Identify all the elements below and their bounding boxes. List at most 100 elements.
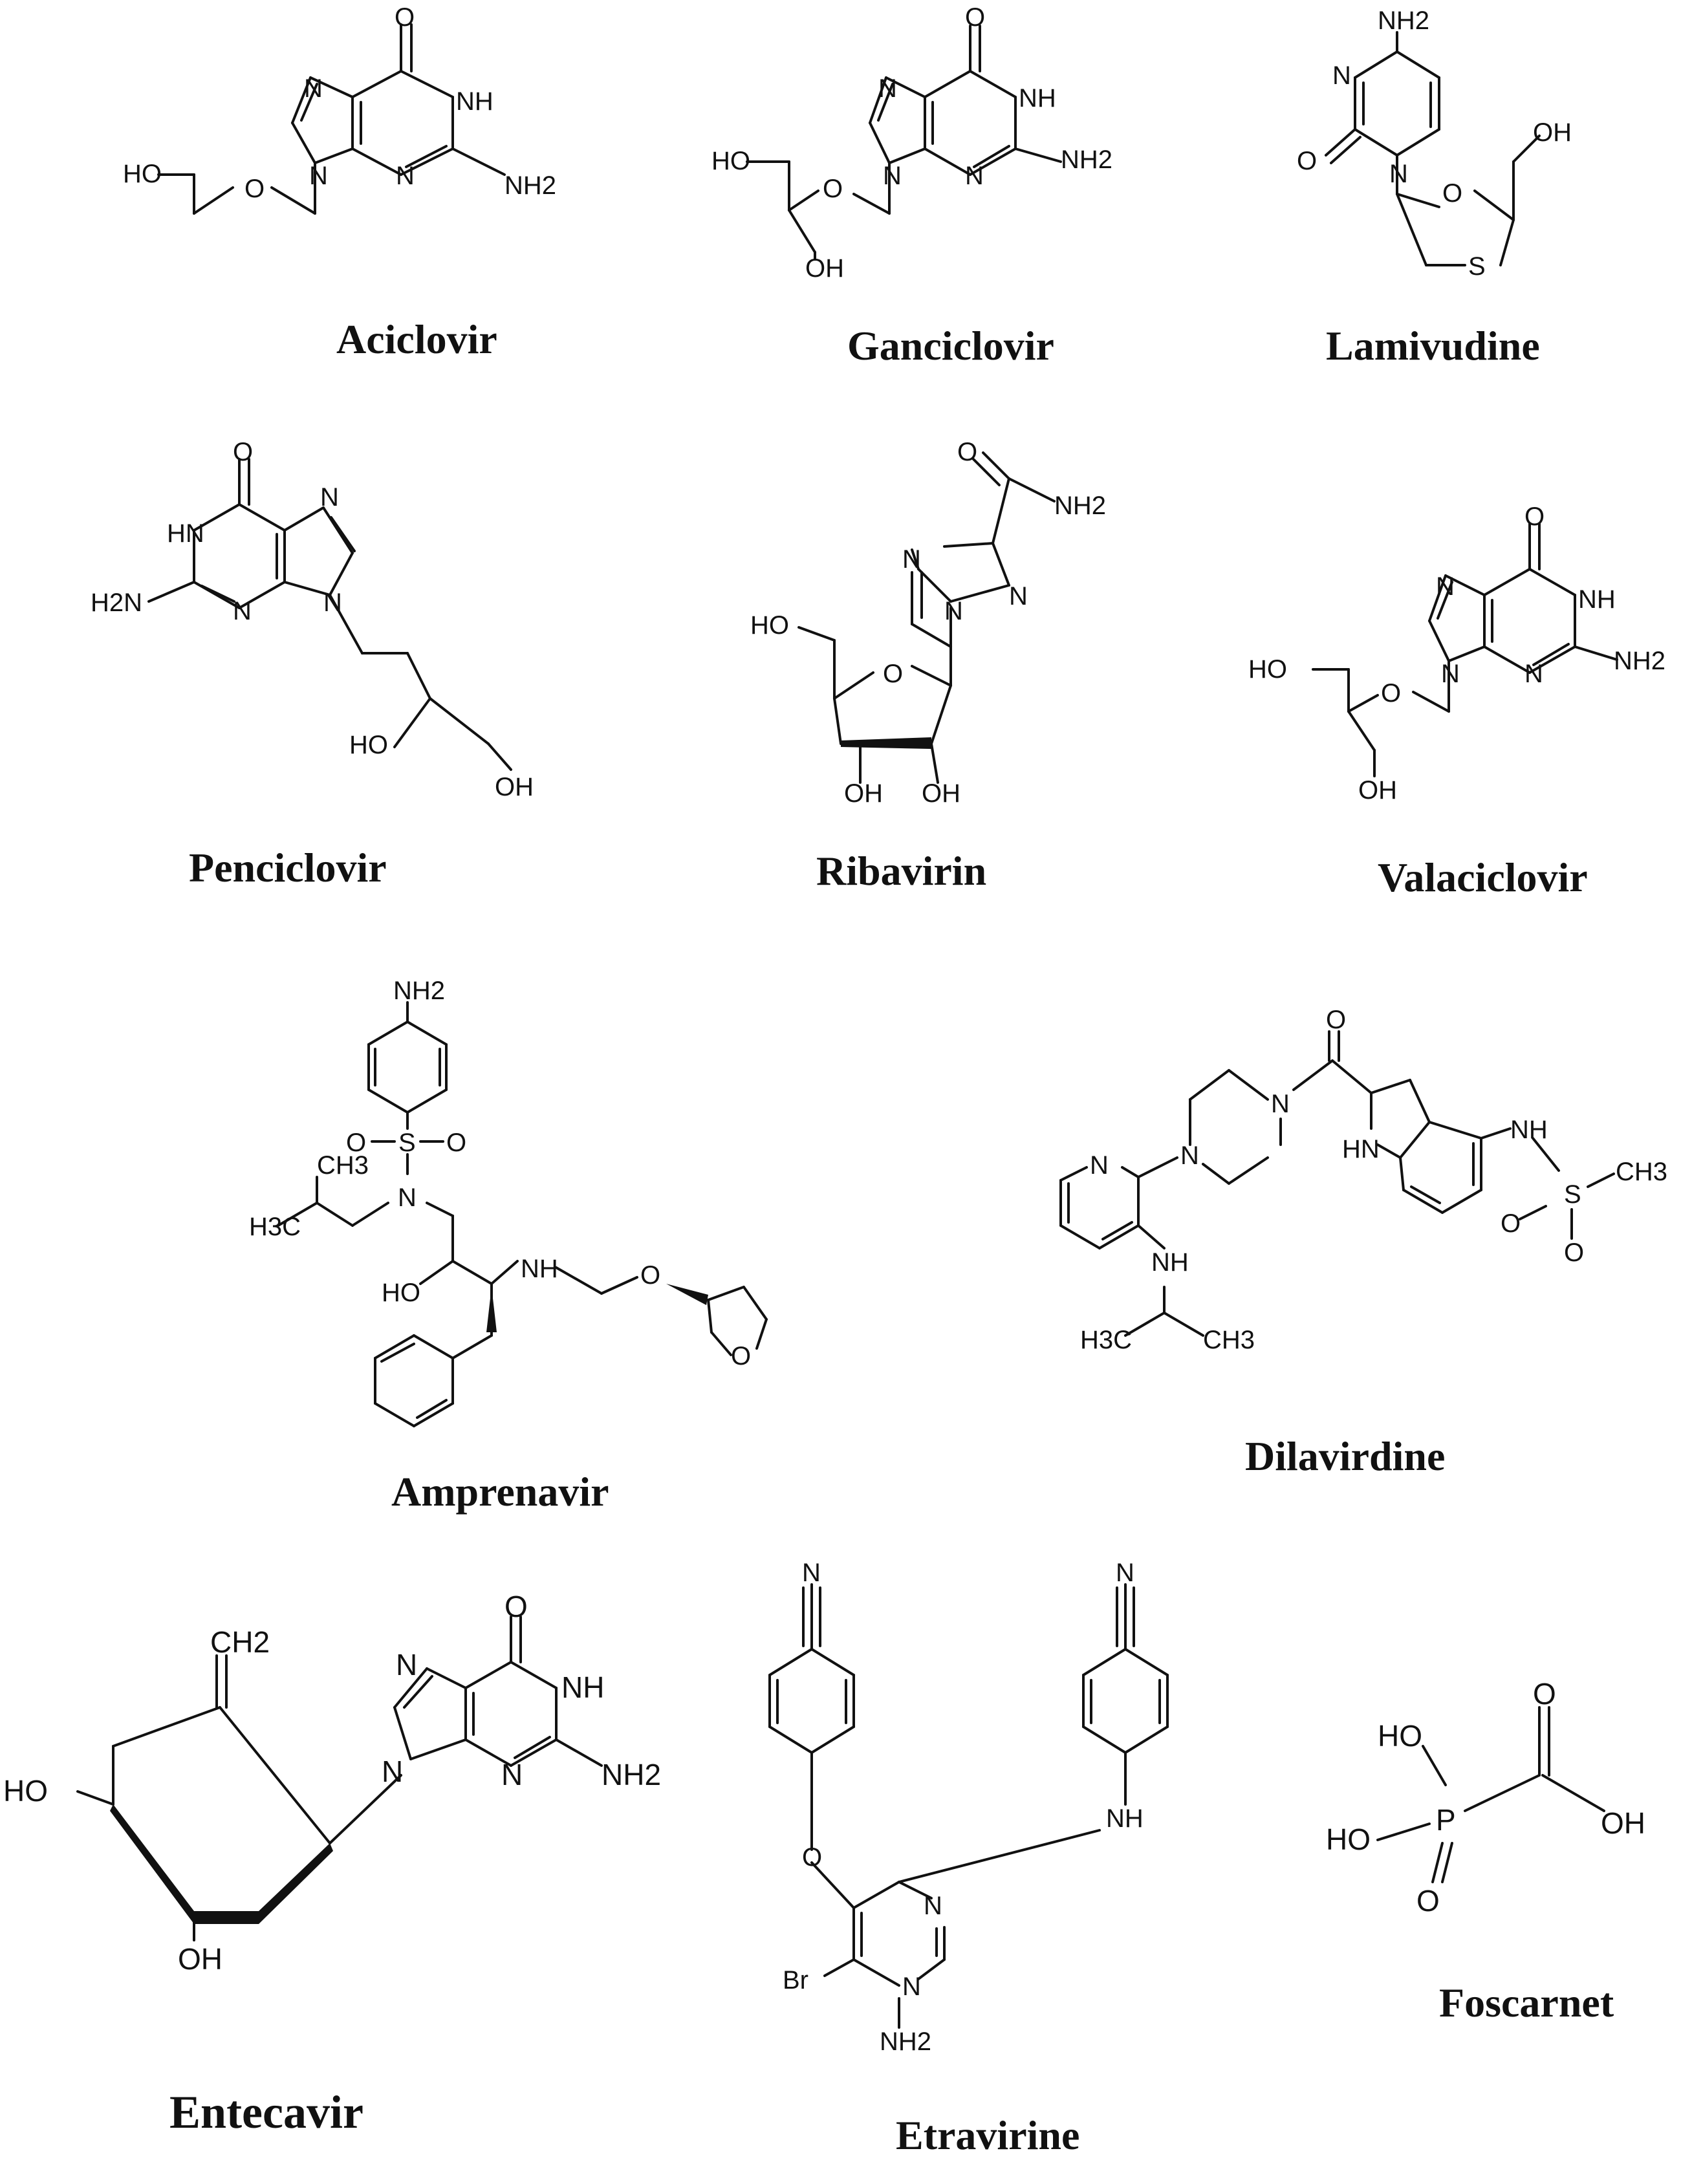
molecule-name: Penciclovir	[189, 845, 387, 891]
molecule-name: Ganciclovir	[847, 323, 1054, 369]
atom-label: NH2	[504, 171, 556, 200]
atom-label: HO	[750, 611, 789, 640]
atom-label: OH	[178, 1942, 222, 1976]
atom-label: OH	[1533, 118, 1572, 147]
atom-label: NH	[561, 1670, 604, 1704]
molecule-name: Ribavirin	[816, 848, 987, 894]
atom-label: N	[902, 545, 921, 574]
atom-label: OH	[1601, 1806, 1645, 1840]
amprenavir-wedge-bond	[666, 1284, 708, 1305]
molecule-name: Entecavir	[169, 2086, 363, 2138]
atom-label: O	[1501, 1209, 1521, 1238]
atom-label: O	[1442, 179, 1462, 208]
atom-label: N	[304, 74, 323, 103]
atom-label: HO	[3, 1774, 48, 1808]
atom-label: H2N	[91, 589, 142, 617]
atom-label: N	[965, 162, 984, 190]
atom-label: N	[1441, 660, 1460, 688]
atom-label: NH2	[1614, 647, 1665, 675]
atom-label: NH2	[602, 1758, 661, 1791]
atom-label: O	[1297, 147, 1317, 175]
atom-label: HO	[123, 160, 162, 188]
atom-label: N	[1332, 61, 1351, 90]
foscarnet-structure	[1376, 1706, 1605, 1883]
atom-label: N	[501, 1758, 523, 1791]
entecavir-wedge-bottom	[194, 1911, 259, 1924]
atom-label: O	[731, 1342, 751, 1370]
atom-label: P	[1436, 1803, 1456, 1837]
valaciclovir-structure	[1312, 523, 1618, 777]
atom-label: NH	[1578, 585, 1616, 614]
atom-label: N	[1524, 660, 1543, 688]
amprenavir-benzyl-wedge	[486, 1287, 497, 1332]
atom-label: S	[1468, 252, 1486, 281]
atom-label: O	[883, 660, 903, 688]
atom-label: NH2	[1061, 146, 1112, 174]
atom-label: N	[902, 1973, 921, 2001]
atom-label: O	[1416, 1884, 1440, 1918]
atom-label: H3C	[249, 1213, 301, 1241]
aciclovir-structure	[157, 23, 506, 215]
atom-label: NH2	[1378, 6, 1429, 35]
atom-label: O	[965, 3, 985, 32]
atom-label: N	[1436, 572, 1455, 601]
atom-label: HO	[1248, 655, 1287, 684]
molecule-name: Amprenavir	[391, 1469, 609, 1515]
molecule-name: Dilavirdine	[1245, 1433, 1446, 1479]
atom-label: NH	[521, 1255, 558, 1283]
atom-label: HO	[1326, 1822, 1371, 1856]
entecavir-wedge-left	[110, 1804, 194, 1924]
atom-label: O	[823, 175, 843, 203]
atom-label: N	[1389, 160, 1408, 188]
atom-label: NH2	[1054, 492, 1106, 520]
atom-label: Br	[783, 1966, 808, 1995]
amprenavir-structure	[277, 1001, 768, 1427]
atom-label: HO	[711, 147, 750, 175]
ribavirin-structure	[797, 451, 1056, 784]
atom-label: NH2	[393, 977, 445, 1005]
molecule-name: Aciclovir	[336, 316, 497, 362]
atom-label: H3C	[1080, 1326, 1132, 1354]
atom-label: NH	[1019, 84, 1056, 113]
atom-label: N	[1180, 1141, 1199, 1170]
atom-label: N	[382, 1755, 403, 1788]
atom-label: O	[244, 175, 265, 203]
atom-label: OH	[922, 779, 960, 808]
ganciclovir-structure	[746, 25, 1062, 260]
atom-label: OH	[805, 254, 844, 283]
atom-label: O	[346, 1129, 366, 1157]
atom-label: NH2	[880, 2027, 931, 2056]
atom-label: N	[396, 162, 415, 190]
atom-label: NH	[1510, 1116, 1548, 1144]
atom-label: N	[1271, 1090, 1290, 1118]
atom-label: N	[802, 1559, 821, 1587]
penciclovir-structure	[147, 458, 512, 771]
atom-label: OH	[495, 773, 534, 801]
atom-label: N	[1116, 1559, 1134, 1587]
atom-label: O	[1564, 1238, 1584, 1267]
atom-label: O	[640, 1261, 660, 1290]
atom-label: N	[878, 74, 897, 103]
ribavirin-wedge-bond	[841, 737, 931, 749]
atom-label: N	[398, 1184, 417, 1212]
atom-label: O	[395, 3, 415, 32]
atom-label: O	[446, 1129, 466, 1157]
atom-label: O	[1381, 679, 1401, 708]
atom-label: NH	[1151, 1248, 1189, 1277]
atom-label: N	[320, 483, 339, 512]
atom-label: HO	[1378, 1719, 1422, 1753]
atom-label: HO	[349, 731, 388, 759]
atom-label: NH	[456, 87, 493, 116]
atom-label: NH	[1106, 1804, 1144, 1833]
atom-label: N	[309, 162, 328, 190]
atom-label: OH	[844, 779, 883, 808]
atom-label: CH3	[1616, 1158, 1667, 1186]
lamivudine-structure	[1325, 31, 1541, 266]
atom-label: O	[504, 1590, 528, 1623]
atom-label: S	[1564, 1180, 1581, 1209]
atom-label: HN	[167, 519, 204, 548]
molecule-name: Etravirine	[896, 2112, 1080, 2158]
entecavir-wedge-right	[259, 1843, 333, 1924]
